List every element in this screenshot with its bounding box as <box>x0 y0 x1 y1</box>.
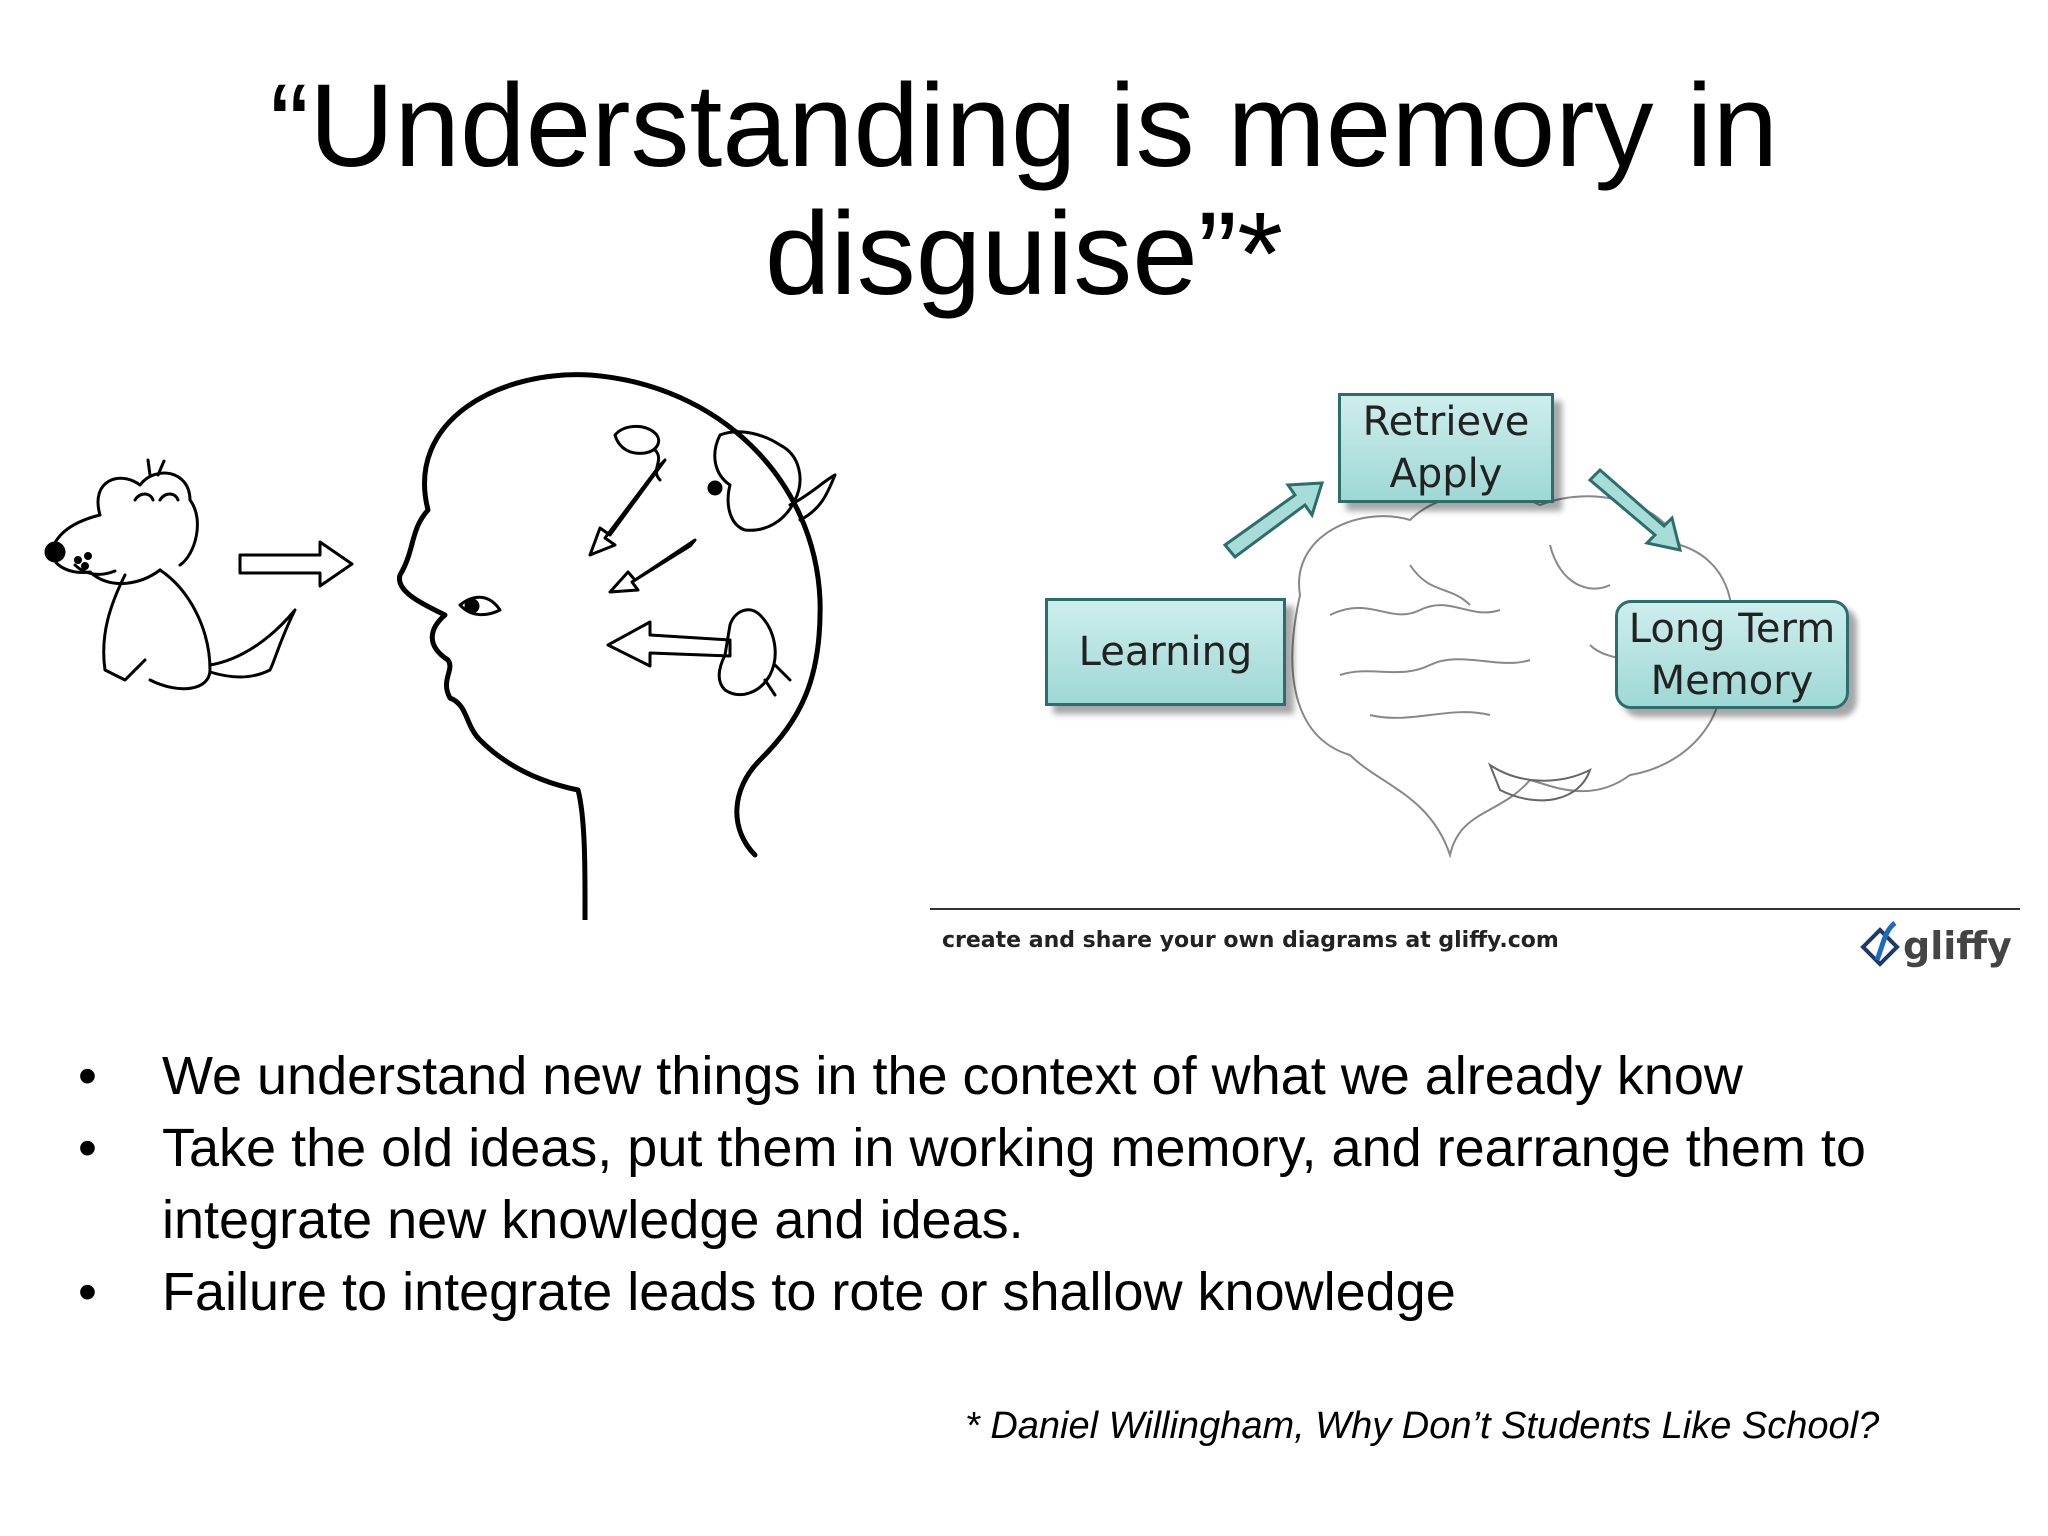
head-outline <box>397 372 823 920</box>
dog-icon <box>50 458 297 691</box>
mouse-icon <box>613 425 662 482</box>
arrow-in-head-icon <box>588 458 667 557</box>
arrow-in-head-icon <box>608 538 697 594</box>
long-term-label: Long Term <box>1628 605 1836 652</box>
memory-label: Memory <box>1650 657 1814 704</box>
title-line-1: “Understanding is memory in <box>269 60 1779 192</box>
gliffy-credit: create and share your own diagrams at gl… <box>942 928 1559 953</box>
list-item: • Take the old ideas, put them in workin… <box>78 1112 1978 1256</box>
bullet-marker: • <box>78 1046 97 1106</box>
learning-label: Learning <box>1078 629 1253 675</box>
arrow-to-retrieve-icon <box>1222 481 1325 560</box>
citation: * Daniel Willingham, Why Don’t Students … <box>965 1405 1880 1447</box>
apply-label: Apply <box>1389 451 1503 497</box>
arrow-to-memory-icon <box>1587 467 1683 552</box>
list-item: • Failure to integrate leads to rote or … <box>78 1256 1978 1328</box>
memory-diagram: Learning Retrieve Apply Long Term Memory <box>1030 385 1880 885</box>
arrow-right-icon <box>238 540 354 588</box>
learning-box: Learning <box>1045 598 1286 706</box>
title-line-2: disguise”* <box>764 188 1284 320</box>
long-term-memory-box: Long Term Memory <box>1615 600 1849 709</box>
bullet-text: We understand new things in the context … <box>162 1046 1743 1106</box>
dog-head-illustration <box>44 372 837 920</box>
slide-title: “Understanding is memory in disguise”* <box>0 62 2048 318</box>
bullet-list: • We understand new things in the contex… <box>78 1040 1978 1328</box>
bullet-marker: • <box>78 1262 97 1322</box>
svg-text:gliffy: gliffy <box>1903 924 2012 968</box>
bullet-text: Take the old ideas, put them in working … <box>162 1118 1866 1250</box>
diagram-footer-divider <box>930 908 2020 910</box>
arrow-in-head-icon <box>606 620 732 668</box>
bullet-marker: • <box>78 1118 97 1178</box>
bird-icon <box>717 608 792 697</box>
bullet-text: Failure to integrate leads to rote or sh… <box>162 1262 1456 1322</box>
retrieve-label: Retrieve <box>1362 399 1530 445</box>
list-item: • We understand new things in the contex… <box>78 1040 1978 1112</box>
retrieve-apply-box: Retrieve Apply <box>1338 393 1554 503</box>
small-dog-icon <box>713 430 837 532</box>
gliffy-logo: gliffy <box>1860 920 2012 968</box>
